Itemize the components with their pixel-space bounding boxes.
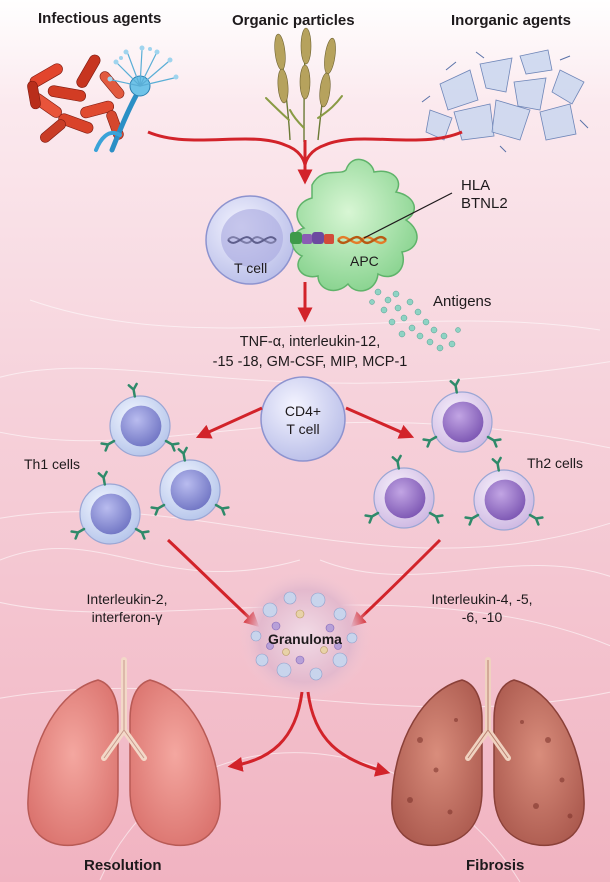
th1-cells	[70, 382, 230, 545]
cd4-t-cell	[260, 376, 346, 462]
bacteria-illustration	[27, 54, 125, 143]
th2-cell	[422, 378, 502, 453]
healthy-lungs	[27, 657, 221, 846]
th1-cell	[70, 470, 150, 545]
label-granuloma: Granuloma	[268, 631, 342, 647]
label-inorganic-agents: Inorganic agents	[451, 12, 572, 29]
label-fibrosis: Fibrosis	[466, 857, 525, 874]
source-arrows	[147, 130, 463, 185]
label-btnl2: BTNL2	[461, 195, 508, 212]
label-th1-cells: Th1 cells	[24, 456, 81, 472]
th2-cell	[464, 456, 544, 531]
th2-differentiation-arrow	[345, 406, 415, 439]
grain-illustration	[265, 27, 343, 143]
label-th1-cytokines-line1: Interleukin-2,	[86, 591, 168, 607]
th2-cell	[364, 454, 444, 529]
label-cytokines-line2: -15 -18, GM-CSF, MIP, MCP-1	[212, 354, 408, 370]
fibrosis-arrow	[306, 691, 391, 777]
label-cytokines-line1: TNF-α, interleukin-12,	[239, 334, 381, 350]
label-th1-cytokines-line2: interferon-γ	[91, 609, 163, 625]
t-cell	[205, 195, 295, 285]
th1-cell	[100, 382, 180, 457]
granuloma-illustration	[239, 570, 371, 702]
apc-cell	[291, 158, 418, 292]
label-apc: APC	[350, 253, 379, 269]
label-organic-particles: Organic particles	[232, 12, 355, 29]
fibrotic-lungs	[391, 657, 585, 846]
fungus-illustration	[94, 45, 179, 153]
label-hla: HLA	[461, 177, 491, 194]
label-th2-cytokines-line2: -6, -10	[461, 609, 503, 625]
crystal-illustration	[425, 49, 585, 141]
label-th2-cytokines-line1: Interleukin-4, -5,	[431, 591, 533, 607]
antigen-particles	[369, 288, 461, 352]
mhc-tcr-complex	[227, 232, 387, 245]
resolution-arrow	[227, 691, 304, 772]
label-cd4: CD4+	[284, 403, 322, 419]
label-resolution: Resolution	[84, 857, 162, 874]
label-t-cell: T cell	[234, 260, 268, 276]
label-th2-cells: Th2 cells	[527, 455, 584, 471]
th1-cell	[150, 446, 230, 521]
hla-pointer-line	[363, 192, 453, 239]
label-antigens: Antigens	[433, 293, 492, 310]
label-infectious-agents: Infectious agents	[38, 10, 162, 27]
th2-cells	[364, 378, 544, 531]
crystal-fragments	[421, 51, 589, 153]
label-cd4-t-cell: T cell	[286, 421, 320, 437]
th1-differentiation-arrow	[195, 406, 263, 439]
